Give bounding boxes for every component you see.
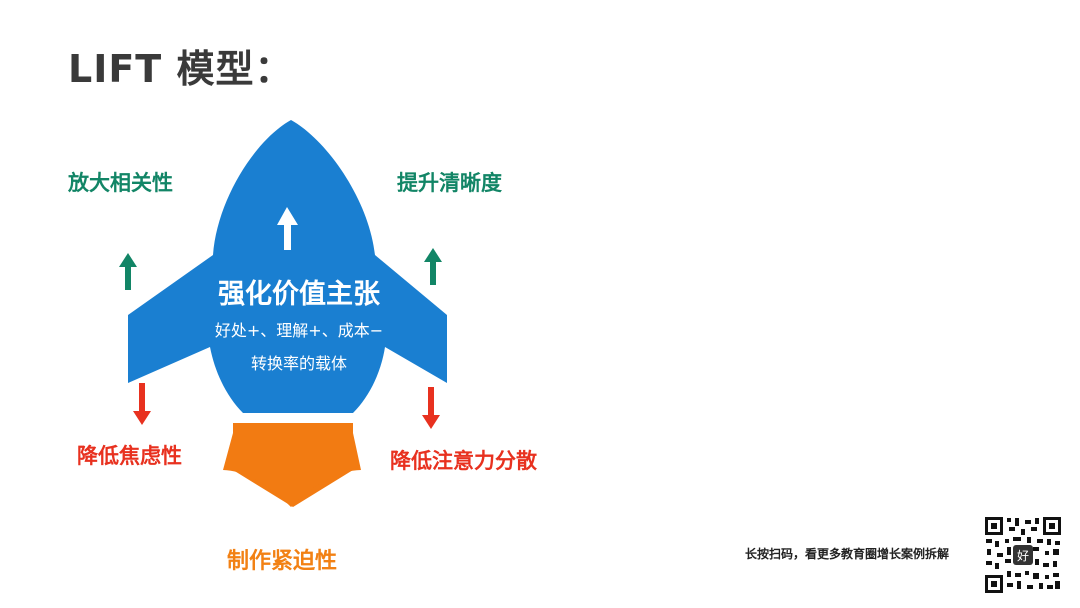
svg-text:好: 好 [1017,549,1029,563]
label-clarity: 提升清晰度 [397,171,502,195]
rocket-graphic [119,120,447,507]
label-relevance: 放大相关性 [68,171,173,195]
qr-caption: 长按扫码，看更多教育圈增长案例拆解 [745,547,950,561]
label-anxiety: 降低焦虑性 [77,444,182,468]
nose-arrow-icon [277,207,298,250]
value-proposition-line2: 转换率的载体 [250,354,347,373]
left-down-arrow-icon [133,383,151,425]
rocket-body [128,120,447,413]
left-up-arrow-icon [119,253,137,290]
label-urgency: 制作紧迫性 [227,549,338,574]
right-down-arrow-icon [422,387,440,429]
value-proposition-title: 强化价值主张 [218,279,380,310]
page-title: LIFT 模型： [68,47,294,91]
value-proposition-line1: 好处+、理解+、成本− [214,321,384,340]
right-up-arrow-icon [424,248,442,285]
label-distraction: 降低注意力分散 [390,449,537,473]
lift-model-diagram: 放大相关性 提升清晰度 降低焦虑性 降低注意力分散 制作紧迫性 强化价值主张 好… [55,115,585,608]
qr-code-icon[interactable]: 好 [983,515,1063,595]
